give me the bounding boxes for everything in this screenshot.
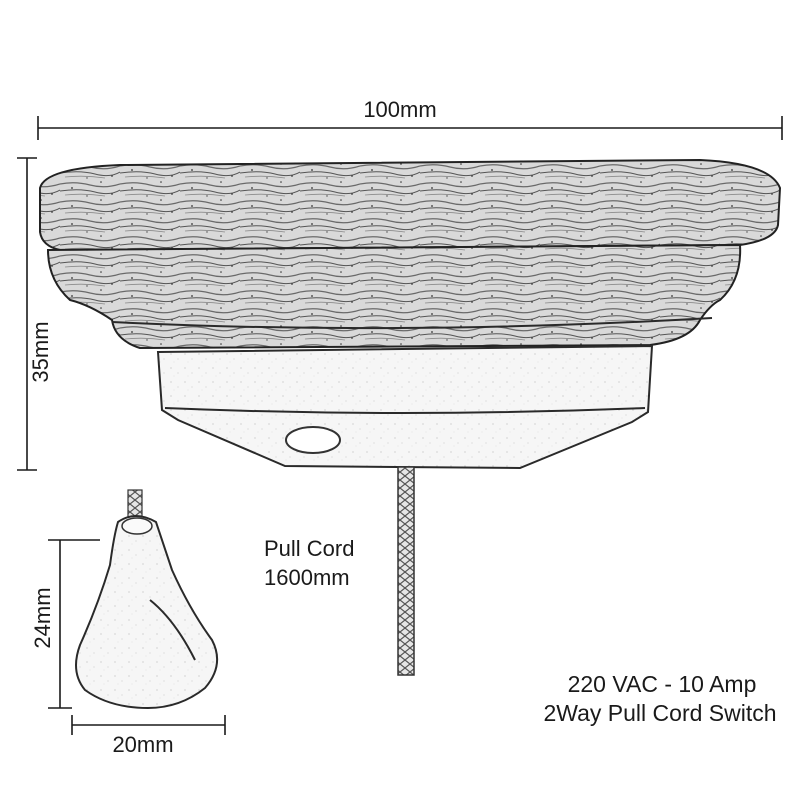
- pull-height-dimension: 24mm: [30, 539, 100, 709]
- switch-housing-screw-hole: [285, 426, 341, 454]
- pull-handle-body: [75, 515, 219, 710]
- switch-housing-edge: [164, 407, 646, 414]
- pull-height-dimension-label: 24mm: [30, 587, 55, 648]
- height-dimension-label: 35mm: [28, 321, 53, 382]
- pull-width-dimension-label: 20mm: [112, 732, 173, 757]
- spec-type: 2Way Pull Cord Switch: [543, 700, 776, 726]
- switch-housing-body: [156, 344, 654, 470]
- height-dimension: 35mm: [17, 157, 53, 471]
- spec-rating: 220 VAC - 10 Amp: [568, 671, 757, 697]
- pull-handle-top: [121, 517, 153, 535]
- pull-handle-shading: [149, 599, 196, 661]
- wooden-base-top-disc: [39, 158, 782, 252]
- switch-housing: [156, 344, 654, 470]
- pull-cord-note: Pull Cord 1600mm: [264, 536, 354, 590]
- wooden-base-rim-line: [111, 317, 713, 330]
- wooden-base-lower-step: [46, 243, 742, 350]
- pull-cord-note-line1: Pull Cord: [264, 536, 354, 561]
- pull-width-dimension: 20mm: [71, 715, 226, 757]
- width-dimension-label: 100mm: [363, 97, 436, 122]
- pull-handle: [75, 489, 219, 710]
- pull-cord-note-line2: 1600mm: [264, 565, 350, 590]
- width-dimension: 100mm: [37, 97, 783, 140]
- wooden-base: [39, 158, 782, 350]
- spec-block: 220 VAC - 10 Amp 2Way Pull Cord Switch: [543, 671, 776, 726]
- pull-cord: [397, 466, 415, 676]
